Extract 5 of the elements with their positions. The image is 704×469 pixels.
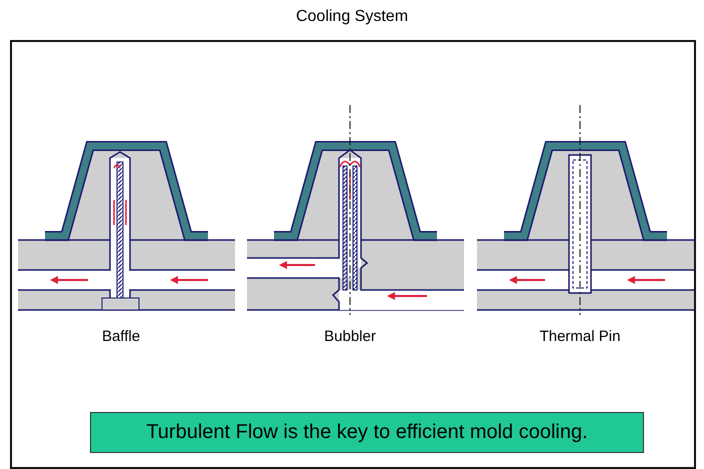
title: Cooling System	[296, 8, 408, 25]
note-box: Turbulent Flow is the key to efficient mold cooling.	[90, 412, 644, 453]
panel-caption: Baffle	[102, 328, 140, 345]
panel-caption: Bubbler	[324, 328, 376, 345]
panel-caption: Thermal Pin	[540, 328, 620, 345]
